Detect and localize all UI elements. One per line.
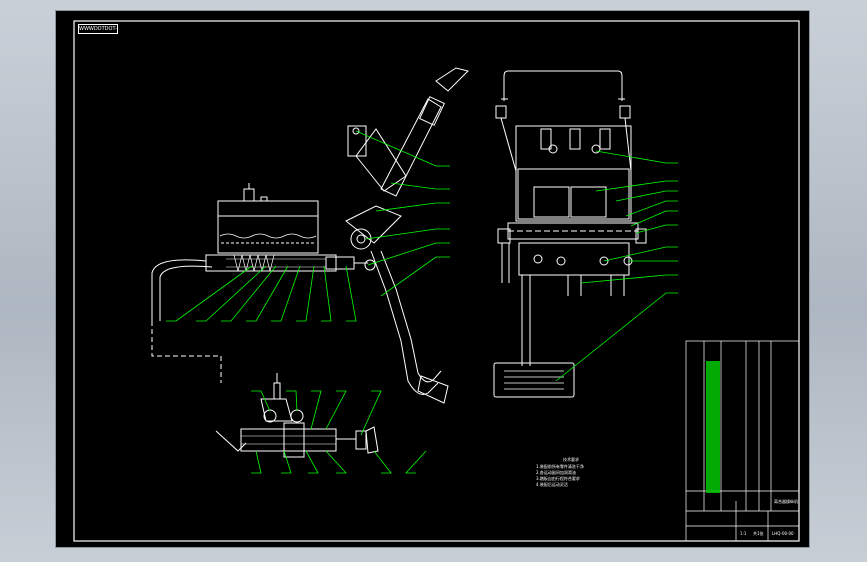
tech-note-line: 3.踏板自由行程符合要求 [536, 476, 580, 481]
bracket-front-view [493, 70, 647, 398]
inner-border [73, 20, 800, 542]
tech-notes-title: 技术要求 [563, 457, 579, 462]
pedal-arm-side [345, 67, 469, 404]
parts-list [685, 340, 800, 542]
drawing-frame-label: WWWDOTDOT-ENDOT [78, 24, 118, 34]
drawing-number: LHQ-00-00 [772, 531, 794, 536]
master-cylinder-reservoir [151, 183, 376, 383]
drawing-scale: 1:1 [740, 531, 747, 536]
tech-note-line: 4.装配后运动灵活 [536, 482, 568, 487]
tech-note-line: 1.装配前所有零件清洗干净 [536, 464, 584, 469]
drawing-title: 离合器操纵机构总成 [774, 499, 798, 504]
tech-note-line: 2.各运动副间加润滑油 [536, 470, 576, 475]
drawing-sheet: WWWDOTDOT-ENDOT 技术要求 1.装配前所有零件清洗干净 2.各运动… [55, 10, 810, 548]
drawing-sheet-count: 共1张 [753, 531, 764, 536]
slave-cylinder [215, 373, 379, 458]
assembly-drawing [73, 20, 800, 542]
technical-requirements: 技术要求 1.装配前所有零件清洗干净 2.各运动副间加润滑油 3.踏板自由行程符… [536, 457, 606, 488]
